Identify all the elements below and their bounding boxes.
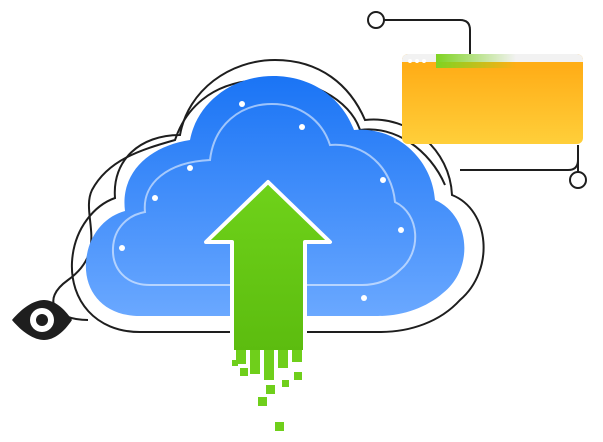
window-controls	[408, 59, 426, 63]
cloud-outline	[70, 58, 485, 333]
connector-node-right	[569, 171, 587, 189]
cloud-trace-dots	[119, 101, 404, 301]
arrow-pixel-trail	[232, 350, 302, 431]
cloud-inner-trace	[111, 102, 417, 286]
eye-icon	[12, 300, 72, 340]
connector-node-top	[367, 11, 385, 29]
browser-tab	[436, 54, 516, 68]
browser-window-icon	[402, 54, 583, 144]
